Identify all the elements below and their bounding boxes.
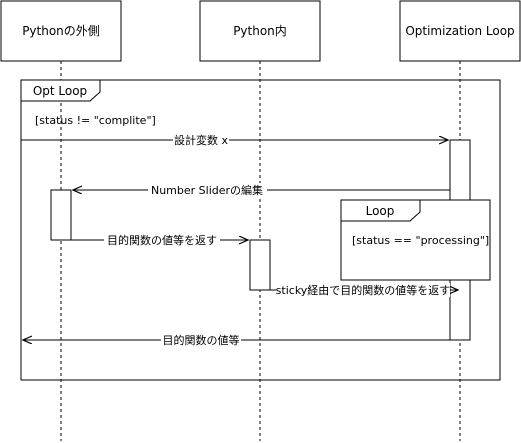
message-objective-values-label: 目的関数の値等 <box>163 333 240 347</box>
frame-opt-loop-guard: [status != "complite"] <box>35 114 156 127</box>
participant-outside-label: Pythonの外側 <box>22 24 100 38</box>
participant-outside: Pythonの外側 <box>0 0 122 62</box>
message-sticky-return-label: sticky経由で目的関数の値等を返す <box>276 283 451 297</box>
message-edit-slider-label: Number Sliderの編集 <box>151 183 263 197</box>
message-sticky-return: sticky経由で目的関数の値等を返す <box>250 283 458 297</box>
message-design-variable: 設計変数 x <box>21 133 448 147</box>
participant-inside-label: Python内 <box>233 24 287 38</box>
frame-loop-title: Loop <box>366 204 395 218</box>
frame-loop: Loop [status == "processing"] <box>340 199 491 281</box>
participant-loop: Optimization Loop <box>399 0 521 62</box>
activation-outside <box>50 189 72 241</box>
activation-inside <box>249 239 271 291</box>
frame-loop-guard: [status == "processing"] <box>352 234 489 247</box>
message-design-variable-label: 設計変数 x <box>174 133 228 147</box>
frame-opt-loop-title: Opt Loop <box>33 84 87 98</box>
participant-inside: Python内 <box>199 0 321 62</box>
frame-opt-loop: Opt Loop [status != "complite"] <box>20 79 501 381</box>
message-edit-slider: Number Sliderの編集 <box>73 183 450 197</box>
message-return-values: 目的関数の値等を返す <box>71 233 248 247</box>
message-return-values-label: 目的関数の値等を返す <box>107 233 217 247</box>
message-objective-values: 目的関数の値等 <box>23 333 470 347</box>
participant-loop-label: Optimization Loop <box>405 24 514 38</box>
